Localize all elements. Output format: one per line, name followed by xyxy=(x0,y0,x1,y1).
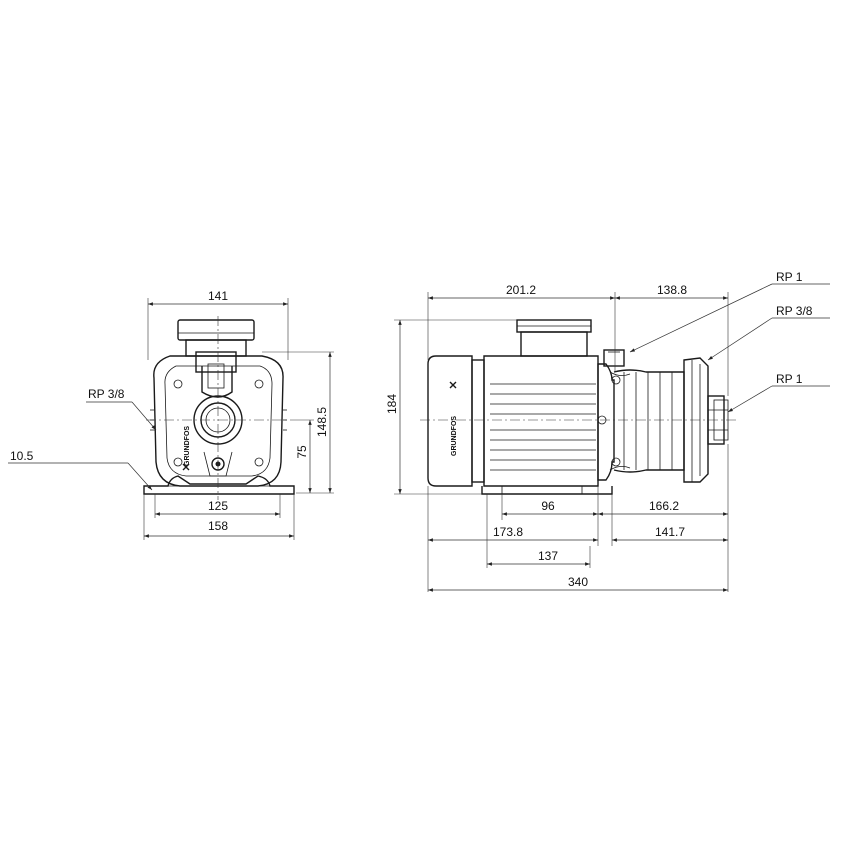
dim-front-width: 141 xyxy=(147,289,289,360)
side-view: GRUNDFOS xyxy=(385,270,830,592)
front-view: GRUNDFOS 141 148.5 75 xyxy=(8,289,334,540)
side-base xyxy=(481,485,613,495)
side-pump-housing xyxy=(597,349,685,481)
front-discharge-neck xyxy=(195,351,237,398)
dim-125-label: 125 xyxy=(208,499,228,513)
dim-137-label: 137 xyxy=(538,549,558,563)
svg-text:GRUNDFOS: GRUNDFOS xyxy=(184,426,191,466)
callout-rp-3-8-side: RP 3/8 xyxy=(776,304,813,318)
callout-rp-1-discharge: RP 1 xyxy=(776,372,803,386)
dim-184-label: 184 xyxy=(385,394,399,414)
dim-166-2-label: 166.2 xyxy=(649,499,679,513)
svg-text:GRUNDFOS: GRUNDFOS xyxy=(451,416,458,456)
callout-front-drain: RP 3/8 xyxy=(86,387,157,431)
dim-side-overall-length: 340 xyxy=(428,575,728,592)
front-terminal-box xyxy=(177,319,255,357)
dim-side-pump-length: 138.8 xyxy=(615,283,729,396)
callout-rp-1-top: RP 1 xyxy=(776,270,803,284)
side-end-flange xyxy=(683,357,729,483)
dim-side-pump-end: 141.7 xyxy=(611,494,729,592)
callout-rp-3-8-front: RP 3/8 xyxy=(88,387,125,401)
dim-side-height: 184 xyxy=(385,319,517,495)
callout-side-suction-top: RP 1 xyxy=(629,270,830,353)
dim-141-label: 141 xyxy=(208,289,228,303)
dim-340-label: 340 xyxy=(568,575,588,589)
dim-front-foot-width: 158 xyxy=(143,494,295,540)
dim-158-label: 158 xyxy=(208,519,228,533)
dim-side-foot-span: 96 xyxy=(501,486,599,520)
dim-side-motor-length: 201.2 xyxy=(427,283,616,372)
dim-side-motor-offset: 173.8 xyxy=(427,486,599,592)
dim-front-height-total: 148.5 xyxy=(262,351,334,494)
dim-96-label: 96 xyxy=(541,499,555,513)
front-motor-body xyxy=(150,355,287,487)
callout-side-discharge: RP 1 xyxy=(727,372,830,413)
dim-front-foot-thickness: 10.5 xyxy=(8,449,153,491)
dim-141-7-label: 141.7 xyxy=(655,525,685,539)
callout-side-vent: RP 3/8 xyxy=(707,304,830,361)
dim-side-pump-offset: 166.2 xyxy=(598,444,729,520)
front-feet xyxy=(143,475,295,495)
dim-173-8-label: 173.8 xyxy=(493,525,523,539)
dim-side-foot-center: 137 xyxy=(486,494,591,568)
dim-201-2-label: 201.2 xyxy=(506,283,536,297)
side-logo: GRUNDFOS xyxy=(449,381,458,456)
dim-138-8-label: 138.8 xyxy=(657,283,687,297)
dim-10-5-label: 10.5 xyxy=(10,449,34,463)
side-terminal-box xyxy=(516,319,592,357)
dim-148-5-label: 148.5 xyxy=(315,407,329,437)
front-logo: GRUNDFOS xyxy=(182,426,191,471)
dim-front-shaft-height: 75 xyxy=(295,419,314,493)
dim-75-label: 75 xyxy=(295,445,309,459)
dim-front-foot-holes: 125 xyxy=(154,494,281,518)
